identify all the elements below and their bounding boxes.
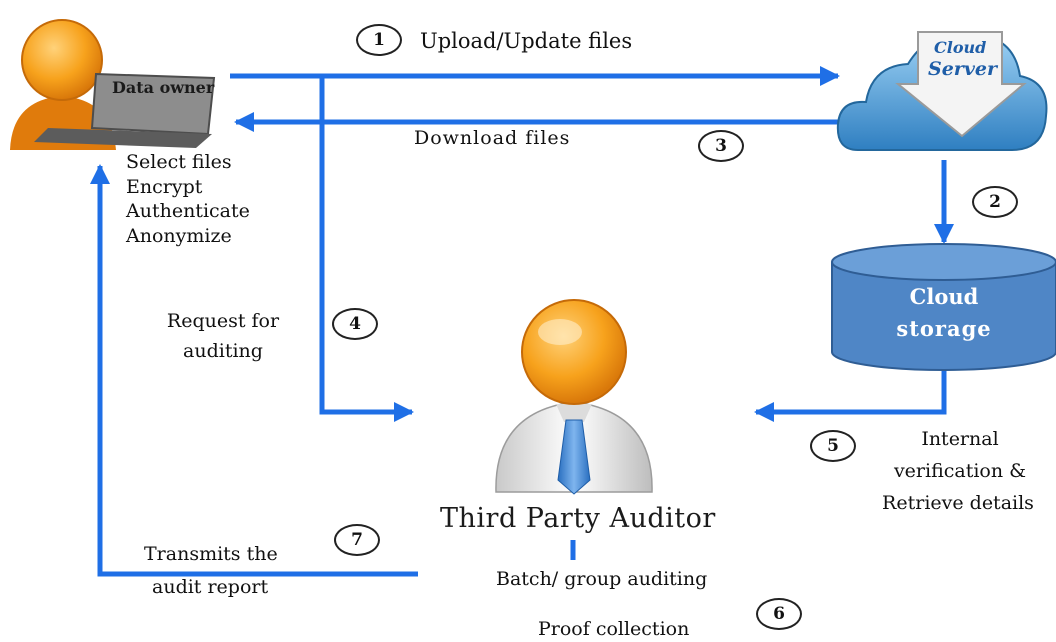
step-7-label-line1: Transmits the [144,543,278,565]
step-6-label-line1: Batch/ group auditing [496,568,708,590]
cloud-server-label-line1: Cloud [934,38,987,57]
step-1-label: Upload/Update files [420,29,633,53]
step-4-badge: 4 [332,308,378,340]
arrow-request-audit [319,76,414,422]
data-owner-icon [10,19,216,150]
step-5-label-line2: verification & [893,460,1027,482]
owner-action-item: Select files [126,151,232,173]
step-6-label-line2: Proof collection [538,618,690,640]
step-4-label-line1: Request for [166,310,280,332]
step-5-label-line3: Retrieve details [882,492,1034,514]
step-6-badge: 6 [756,598,802,630]
step-4-label-line2: auditing [183,340,263,362]
cloud-storage-label-line1: Cloud [909,284,979,309]
step-5-label-line1: Internal [921,428,999,450]
data-owner-label: Data owner [112,78,215,97]
auditor-title: Third Party Auditor [440,503,716,534]
owner-actions-list: Select files Encrypt Authenticate Anonym… [126,150,250,249]
cloud-server-icon [836,31,1048,151]
step-2-badge: 2 [972,186,1018,218]
cloud-server-label-line2: Server [928,58,997,80]
step-3-label: Download files [414,127,571,149]
owner-action-item: Authenticate [126,200,250,223]
arrow-verification [754,360,947,422]
cloud-storage-label-line2: storage [896,316,992,341]
step-7-label-line2: audit report [152,576,269,598]
owner-action-item: Encrypt [126,175,203,198]
step-7-badge: 7 [334,524,380,556]
arrow-report [90,164,418,577]
owner-action-item: Anonymize [126,225,232,248]
cloud-storage-icon [831,243,1056,371]
step-3-badge: 3 [698,130,744,162]
step-5-badge: 5 [810,430,856,462]
step-1-badge: 1 [356,24,402,56]
auditor-icon [495,299,653,495]
